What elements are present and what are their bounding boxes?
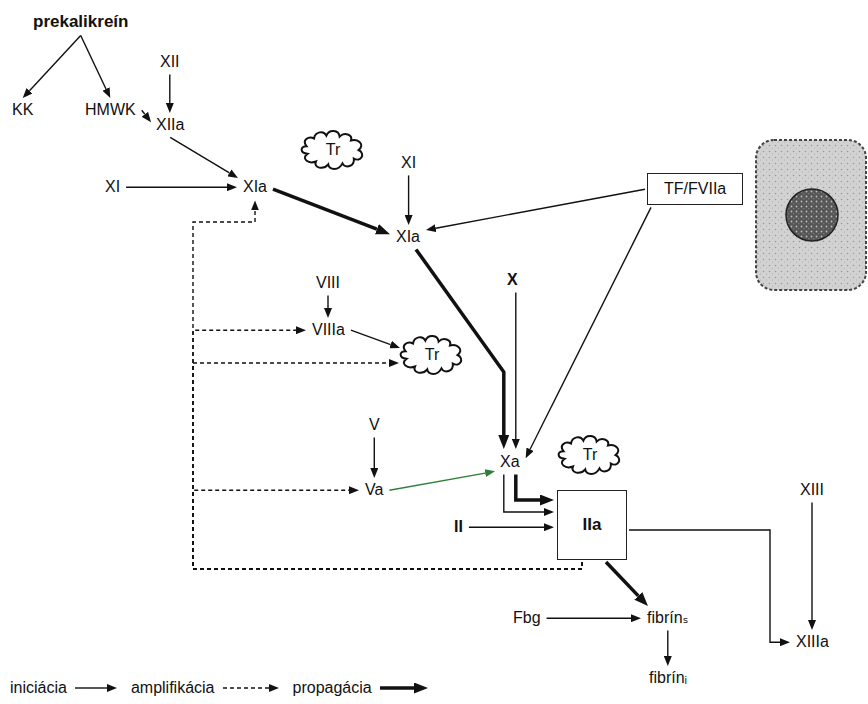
factor-label: XIII <box>797 480 827 500</box>
propagation-arrow <box>516 474 540 500</box>
node-text: prekalikreín <box>33 12 128 32</box>
node-text: XIIa <box>156 116 184 134</box>
initiation-arrow <box>169 74 170 103</box>
amplification-arrow <box>193 363 582 569</box>
initiation-arrow <box>436 189 645 228</box>
platelet-shape: Tr <box>297 127 369 173</box>
cell-body <box>756 140 866 290</box>
factor-label: KK <box>9 100 36 120</box>
factor-label: Xa <box>497 452 523 472</box>
legend-dashed-arrow <box>221 682 281 694</box>
factor-label: XII <box>157 52 183 72</box>
initiation-arrow <box>374 437 375 468</box>
cell-illustration <box>756 140 866 290</box>
node-text: XII <box>160 53 180 71</box>
node-text: Tr <box>326 141 341 159</box>
node-text: Tr <box>425 346 440 364</box>
node-text: Fbg <box>513 609 541 627</box>
factor-label: HMWK <box>82 100 139 120</box>
initiation-arrow <box>81 36 106 90</box>
legend-thick-arrow <box>378 681 430 695</box>
propagation-arrow <box>273 189 377 229</box>
legend: iniciácia amplifikácia propagácia <box>10 679 442 697</box>
legend-solid-arrow <box>73 682 119 694</box>
factor-label: II <box>451 517 466 537</box>
amplification-arrow <box>193 210 582 569</box>
node-text: HMWK <box>85 101 136 119</box>
initiation-arrow <box>515 292 516 439</box>
initiation-arrow <box>351 330 391 344</box>
node-text: XI <box>401 154 416 172</box>
factor-label: Va <box>362 480 386 500</box>
factor-label: prekalikreín <box>30 11 131 33</box>
node-text: fibrínᵢ <box>649 669 687 687</box>
node-text: XI <box>105 178 120 196</box>
amplification-arrow <box>193 330 582 569</box>
node-text: Xa <box>500 453 520 471</box>
node-text: fibrínₛ <box>647 609 689 627</box>
factor-label: fibrínᵢ <box>646 668 690 688</box>
factor-box: TF/FVIIa <box>647 173 743 205</box>
initiation-arrow <box>327 295 328 308</box>
initiation-arrow <box>504 474 544 512</box>
initiation-arrow <box>530 207 651 449</box>
initiation-arrow <box>547 618 631 619</box>
node-text: TF/FVIIa <box>664 180 726 198</box>
initiation-arrow <box>469 527 544 528</box>
factor-label: XI <box>102 177 123 197</box>
amplification-arrow <box>193 490 582 569</box>
node-text: VIIIa <box>312 321 345 339</box>
connector-layer <box>30 36 813 657</box>
node-text: Tr <box>583 446 598 464</box>
node-text: XIa <box>243 178 267 196</box>
node-text: X <box>507 271 518 289</box>
factor-label: V <box>366 415 383 435</box>
platelet-shape: Tr <box>554 432 626 478</box>
factor-label: XIIIa <box>793 632 832 652</box>
initiation-arrow <box>811 502 812 620</box>
initiation-arrow <box>30 36 81 91</box>
initiation-arrow <box>667 630 668 656</box>
factor-label: VIII <box>313 273 343 293</box>
factor-label: XI <box>398 153 419 173</box>
initiation-arrow <box>389 473 485 490</box>
factor-label: X <box>504 270 521 290</box>
factor-label: Fbg <box>510 608 544 628</box>
factor-label: VIIIa <box>309 320 348 340</box>
factor-label: fibrínₛ <box>644 608 692 628</box>
factor-label: XIIa <box>153 115 187 135</box>
propagation-arrow <box>606 562 638 596</box>
node-text: V <box>369 416 380 434</box>
initiation-arrow <box>170 137 229 173</box>
legend-text: amplifikácia <box>131 679 215 697</box>
node-text: KK <box>12 101 33 119</box>
cell-nucleus <box>786 189 838 241</box>
node-text: IIa <box>583 515 602 535</box>
node-text: Va <box>365 481 383 499</box>
legend-text: iniciácia <box>10 679 67 697</box>
legend-text: propagácia <box>293 679 372 697</box>
node-text: XIIIa <box>796 633 829 651</box>
initiation-arrow <box>126 186 227 187</box>
node-text: XIII <box>800 481 824 499</box>
initiation-arrow <box>142 110 145 114</box>
factor-box: IIa <box>557 490 627 560</box>
initiation-arrow <box>629 530 780 642</box>
platelet-shape: Tr <box>396 332 468 378</box>
factor-label: XIa <box>393 227 423 247</box>
node-text: VIII <box>316 274 340 292</box>
node-text: II <box>454 518 463 536</box>
initiation-arrow <box>408 175 409 215</box>
node-text: XIa <box>396 228 420 246</box>
factor-label: XIa <box>240 177 270 197</box>
